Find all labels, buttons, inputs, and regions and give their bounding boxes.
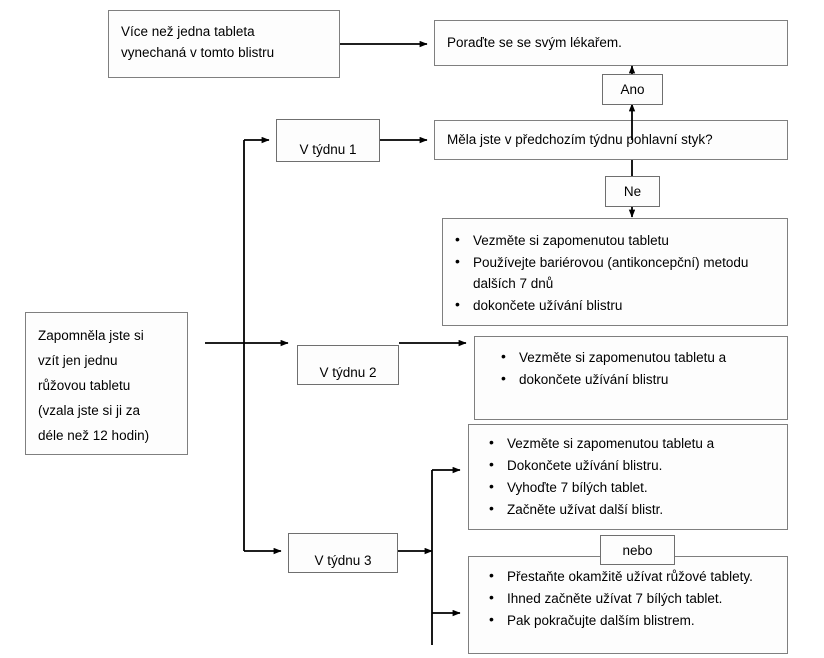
advice-week1-bullet-0: Vezměte si zapomenutou tabletu: [455, 229, 787, 251]
advice-week1-bullet-1: Používejte bariérovou (antikoncepční) me…: [455, 251, 787, 294]
advice-week3-b-bullet-0: Přestaňte okamžitě užívat růžové tablety…: [489, 565, 787, 587]
node-consult-doctor: Poraďte se se svým lékařem.: [434, 20, 788, 66]
advice-week3-a-bullet-3: Začněte užívat další blistr.: [489, 498, 787, 520]
edge-label-ano-text: Ano: [620, 82, 645, 97]
advice-week3-b-bullet-2: Pak pokračujte dalším blistrem.: [489, 609, 787, 631]
node-question-intercourse: Měla jste v předchozím týdnu pohlavní st…: [434, 120, 788, 160]
node-week3: V týdnu 3: [288, 533, 398, 573]
question-intercourse-text: Měla jste v předchozím týdnu pohlavní st…: [447, 132, 713, 147]
node-week3-text: V týdnu 3: [314, 553, 372, 568]
advice-week3-b-list: Přestaňte okamžitě užívat růžové tablety…: [469, 557, 787, 631]
advice-week2-bullet-0: Vezměte si zapomenutou tabletu a: [501, 346, 787, 368]
node-missed-multiple: Více než jedna tableta vynechaná v tomto…: [108, 10, 340, 78]
missed-multiple-line2: vynechaná v tomto blistru: [121, 45, 275, 60]
missed-one-line3: růžovou tabletu: [38, 378, 131, 393]
edge-label-ano: Ano: [602, 74, 663, 105]
node-week1-text: V týdnu 1: [299, 142, 357, 157]
advice-week2-bullet-1: dokončete užívání blistru: [501, 368, 787, 390]
node-week2-text: V týdnu 2: [319, 365, 377, 380]
node-advice-week3-a: Vezměte si zapomenutou tabletu a Dokonče…: [468, 424, 788, 530]
advice-week3-a-bullet-1: Dokončete užívání blistru.: [489, 454, 787, 476]
missed-one-line4: (vzala jste si ji za: [38, 403, 141, 418]
advice-week3-b-bullet-1: Ihned začněte užívat 7 bílých tablet.: [489, 587, 787, 609]
advice-week2-list: Vezměte si zapomenutou tabletu a dokonče…: [475, 337, 787, 390]
advice-week1-list: Vezměte si zapomenutou tabletu Používejt…: [443, 219, 787, 316]
advice-week3-a-list: Vezměte si zapomenutou tabletu a Dokonče…: [469, 425, 787, 520]
edge-label-nebo: nebo: [600, 535, 675, 565]
advice-week3-a-bullet-0: Vezměte si zapomenutou tabletu a: [489, 432, 787, 454]
node-week2: V týdnu 2: [297, 345, 399, 385]
advice-week1-bullet-2: dokončete užívání blistru: [455, 294, 787, 316]
edge-label-nebo-text: nebo: [622, 542, 653, 558]
missed-one-line1: Zapomněla jste si: [38, 328, 144, 343]
edge-label-ne: Ne: [605, 176, 660, 207]
missed-one-line5: déle než 12 hodin): [38, 428, 150, 443]
missed-one-line2: vzít jen jednu: [38, 353, 118, 368]
edge-label-ne-text: Ne: [623, 184, 642, 199]
node-missed-one: Zapomněla jste si vzít jen jednu růžovou…: [25, 312, 188, 455]
node-advice-week2: Vezměte si zapomenutou tabletu a dokonče…: [474, 336, 788, 420]
node-advice-week1: Vezměte si zapomenutou tabletu Používejt…: [442, 218, 788, 326]
advice-week3-a-bullet-2: Vyhoďte 7 bílých tablet.: [489, 476, 787, 498]
consult-doctor-text: Poraďte se se svým lékařem.: [447, 35, 622, 50]
node-week1: V týdnu 1: [276, 119, 380, 162]
node-advice-week3-b: Přestaňte okamžitě užívat růžové tablety…: [468, 556, 788, 654]
missed-multiple-line1: Více než jedna tableta: [121, 24, 255, 39]
